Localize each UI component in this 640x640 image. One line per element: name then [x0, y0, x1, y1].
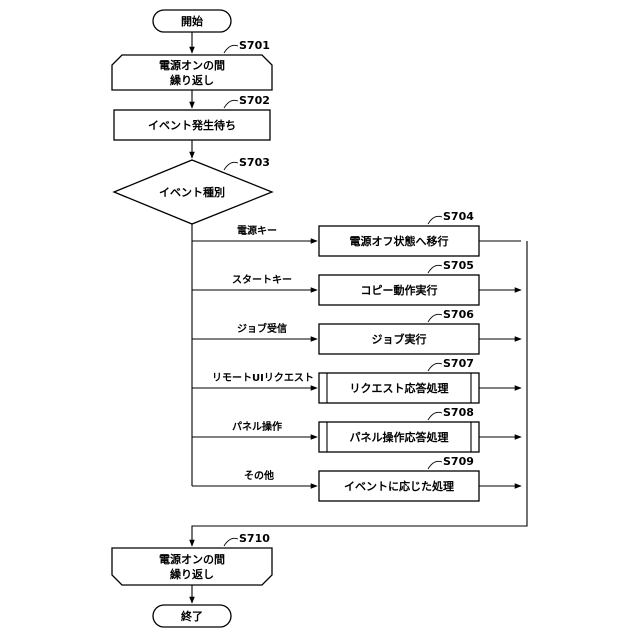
- step-s702: S702: [239, 94, 270, 107]
- request-node: リクエスト応答処理 S707: [319, 357, 479, 403]
- start-label: 開始: [181, 14, 203, 28]
- loop-end-line2: 繰り返し: [170, 567, 214, 581]
- step-leader-s701: [224, 45, 238, 53]
- panel-node: パネル操作応答処理 S708: [319, 406, 479, 452]
- wait-label: イベント発生待ち: [148, 118, 236, 132]
- loop-end-line1: 電源オンの間: [159, 552, 225, 566]
- step-leader-s704: [428, 216, 442, 224]
- request-label: リクエスト応答処理: [350, 381, 449, 395]
- end-label: 終了: [181, 609, 203, 623]
- other-label: イベントに応じた処理: [344, 479, 454, 493]
- branch-label-remote-ui: リモートUIリクエスト: [212, 372, 314, 384]
- end-terminal: 終了: [153, 605, 231, 627]
- copy-label: コピー動作実行: [361, 283, 438, 297]
- step-s709: S709: [443, 455, 474, 468]
- branch-label-other: その他: [244, 469, 274, 482]
- power-off-node: 電源オフ状態へ移行 S704: [319, 210, 479, 256]
- job-exec-node: ジョブ実行 S706: [319, 308, 479, 354]
- step-leader-s705: [428, 265, 442, 273]
- step-leader-s706: [428, 314, 442, 322]
- step-s707: S707: [443, 357, 474, 370]
- step-leader-s703: [224, 162, 238, 170]
- step-s703: S703: [239, 156, 270, 169]
- step-s706: S706: [443, 308, 474, 321]
- decision-label: イベント種別: [159, 185, 225, 199]
- step-leader-s707: [428, 363, 442, 371]
- step-leader-s710: [224, 538, 238, 546]
- branch-label-panel-op: パネル操作: [232, 420, 282, 433]
- job-exec-label: ジョブ実行: [372, 332, 427, 346]
- loop-start-line1: 電源オンの間: [159, 58, 225, 72]
- panel-label: パネル操作応答処理: [350, 430, 449, 444]
- branch-label-power-key: 電源キー: [237, 224, 277, 237]
- loop-start-line2: 繰り返し: [170, 73, 214, 87]
- decision-node: イベント種別 S703: [114, 156, 272, 224]
- step-s701: S701: [239, 39, 270, 52]
- step-s705: S705: [443, 259, 474, 272]
- branch-label-start-key: スタートキー: [232, 274, 292, 286]
- step-s704: S704: [443, 210, 474, 223]
- step-s708: S708: [443, 406, 474, 419]
- step-leader-s709: [428, 461, 442, 469]
- step-leader-s702: [224, 100, 238, 108]
- other-node: イベントに応じた処理 S709: [319, 455, 479, 501]
- copy-node: コピー動作実行 S705: [319, 259, 479, 305]
- power-off-label: 電源オフ状態へ移行: [350, 234, 449, 248]
- step-s710: S710: [239, 532, 270, 545]
- branch-label-job-receive: ジョブ受信: [237, 322, 287, 335]
- start-terminal: 開始: [153, 10, 231, 32]
- step-leader-s708: [428, 412, 442, 420]
